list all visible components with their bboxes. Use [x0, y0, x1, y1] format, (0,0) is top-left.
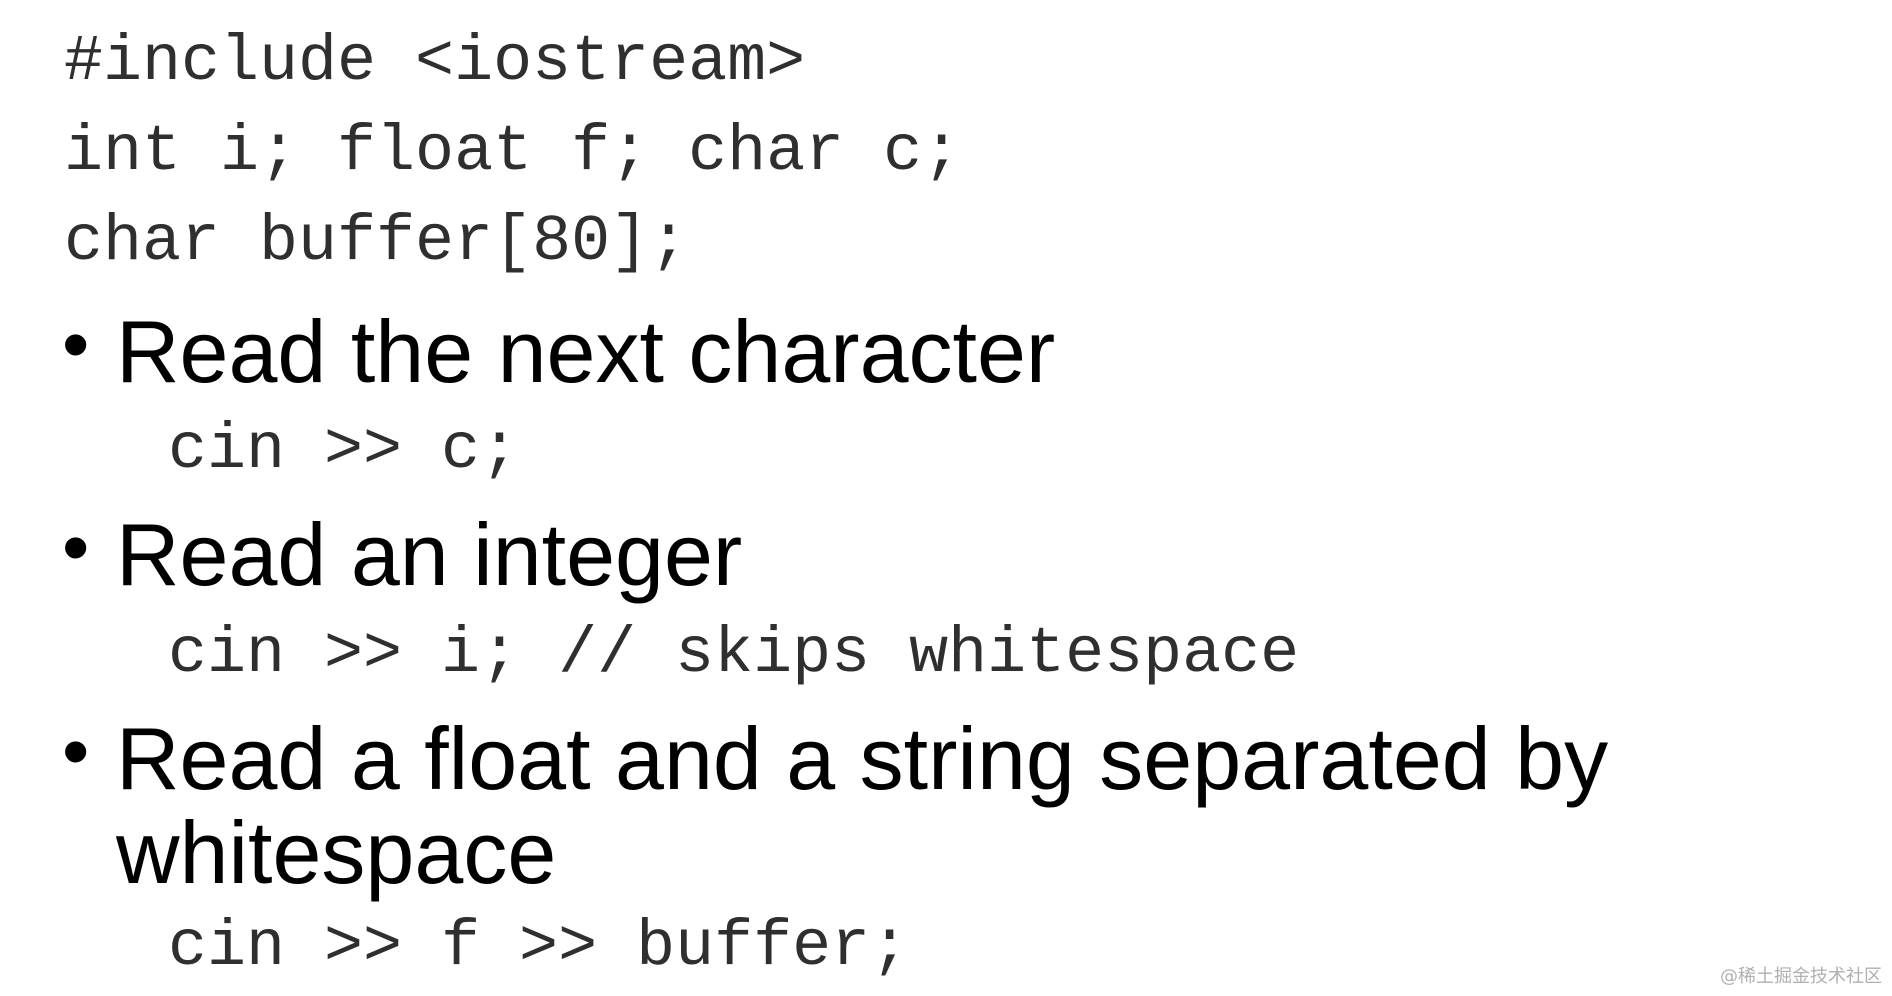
bullet-text: Read an integer — [116, 505, 743, 604]
bullet-text: Read a float and a string separated by w… — [116, 709, 1609, 902]
bullet-text: Read the next character — [116, 302, 1056, 401]
code-cin-int: cin >> i; // skips whitespace — [168, 617, 1300, 691]
bullet-icon: • — [62, 503, 90, 591]
code-cin-char: cin >> c; — [168, 413, 520, 487]
code-line-buffer: char buffer[80]; — [64, 205, 689, 279]
bullet-icon: • — [62, 707, 90, 795]
code-line-include: #include <iostream> — [64, 25, 806, 99]
bullet-icon: • — [62, 300, 90, 388]
bullet-read-character: • Read the next character — [62, 305, 1766, 399]
bullet-read-float-string: • Read a float and a string separated by… — [62, 712, 1766, 900]
code-line-declarations: int i; float f; char c; — [64, 115, 962, 189]
bullet-read-integer: • Read an integer — [62, 508, 1766, 602]
watermark: @稀土掘金技术社区 — [1720, 966, 1882, 987]
code-cin-float-buffer: cin >> f >> buffer; — [168, 910, 910, 984]
